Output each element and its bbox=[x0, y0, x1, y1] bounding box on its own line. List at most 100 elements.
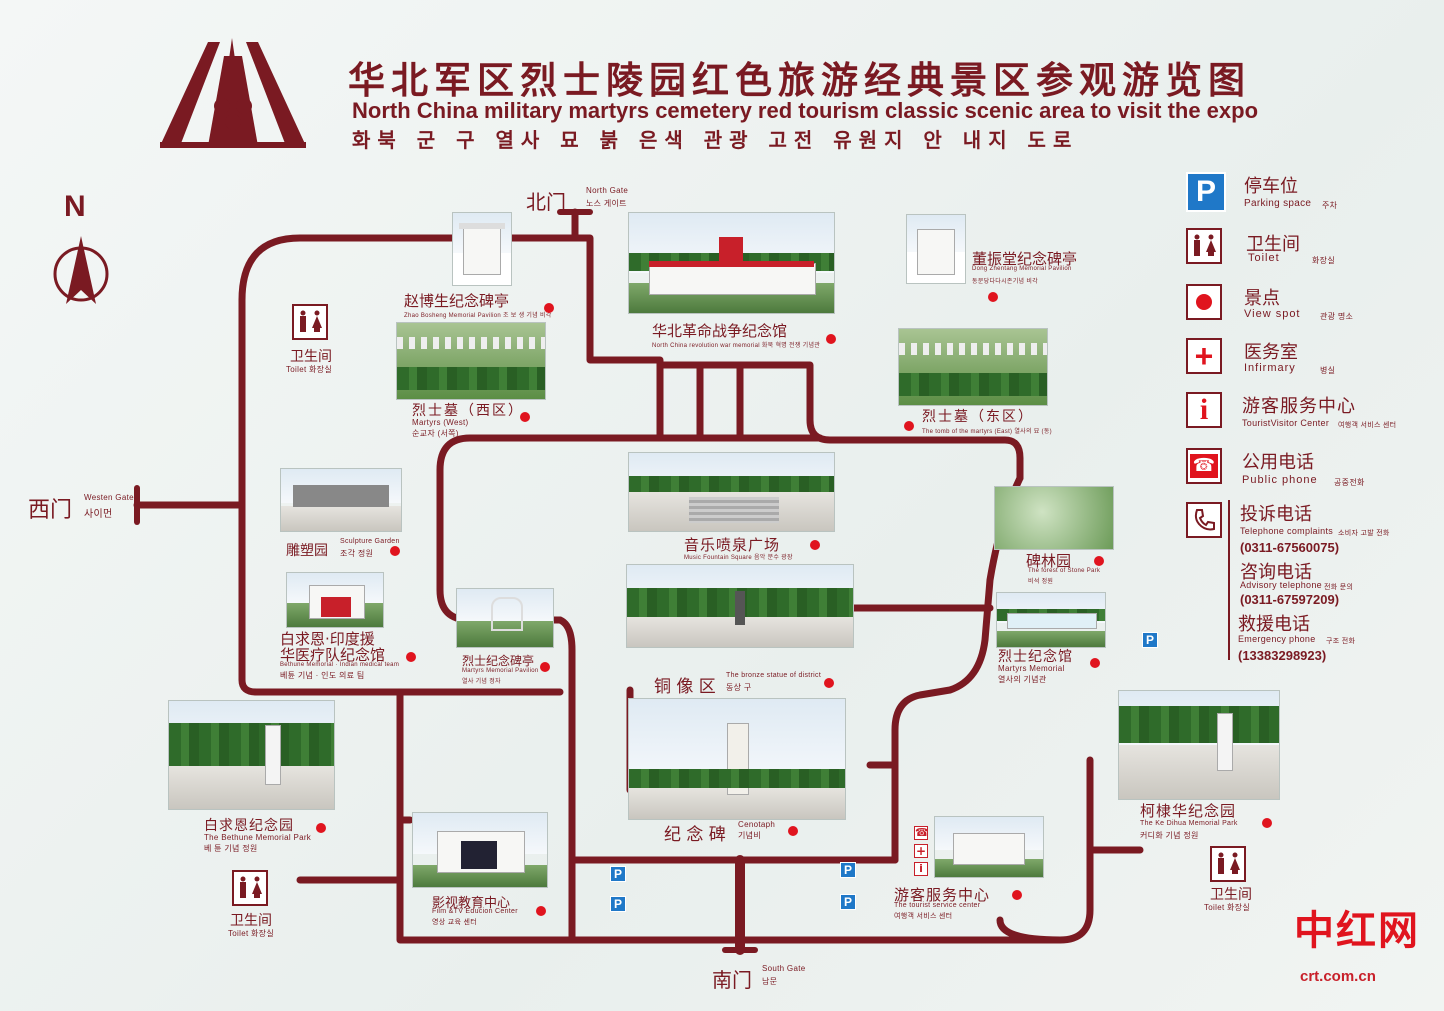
kedihua-park-photo[interactable] bbox=[1118, 690, 1280, 800]
title-ko: 화북 군 구 열사 묘 붉 은색 관광 고전 유원지 안 내지 도로 bbox=[352, 128, 1079, 152]
martyrs-west-spot[interactable] bbox=[520, 412, 530, 422]
bethune-park-photo[interactable] bbox=[168, 700, 335, 810]
parking-tag-3[interactable]: P bbox=[840, 862, 856, 878]
watermark-url[interactable]: crt.com.cn bbox=[1300, 968, 1376, 985]
cenotaph-photo[interactable] bbox=[628, 698, 846, 820]
bethune-team-spot[interactable] bbox=[406, 652, 416, 662]
legend-complaints-ko: 소비자 고발 전화 bbox=[1338, 530, 1390, 537]
parking-tag-2[interactable]: P bbox=[610, 896, 626, 912]
martyrs-pavilion-label: 烈士纪念碑亭 bbox=[462, 654, 535, 668]
west-gate-en: Westen Gate bbox=[84, 493, 134, 502]
toilet-nw-en: Toilet 화장실 bbox=[286, 365, 332, 374]
title-cn: 华北军区烈士陵园红色旅游经典景区参观游览图 bbox=[348, 59, 1251, 102]
film-center-photo[interactable] bbox=[412, 812, 548, 888]
martyrs-museum-spot[interactable] bbox=[1090, 658, 1100, 668]
bronze-statue-spot[interactable] bbox=[824, 678, 834, 688]
north-arrow-icon bbox=[53, 236, 109, 304]
south-gate-en: South Gate bbox=[762, 964, 806, 973]
zhao-pavilion-spot[interactable] bbox=[544, 303, 554, 313]
toilet-sw-icon[interactable] bbox=[232, 870, 268, 906]
stone-forest-en: The forest of Stone Park bbox=[1028, 568, 1101, 574]
legend-phone-ko: 공중전화 bbox=[1334, 478, 1365, 487]
legend-emergency-cn: 救援电话 bbox=[1238, 614, 1310, 635]
martyrs-east-spot[interactable] bbox=[904, 421, 914, 431]
legend-complaints-en: Telephone complaints bbox=[1240, 526, 1334, 536]
legend-advisory-number[interactable]: (0311-67597209) bbox=[1240, 592, 1340, 607]
toilet-nw-icon[interactable] bbox=[292, 304, 328, 340]
phone-icon: ☎ bbox=[914, 826, 929, 840]
bronze-statue-ko: 동상 구 bbox=[726, 683, 752, 692]
martyrs-west-ko: 순교자 (서쪽) bbox=[412, 429, 459, 438]
stone-forest-ko: 비석 정원 bbox=[1028, 579, 1054, 585]
service-center-spot[interactable] bbox=[1012, 890, 1022, 900]
kedihua-park-ko: 커디화 기념 정원 bbox=[1140, 831, 1199, 840]
legend-phone-cn: 公用电话 bbox=[1242, 452, 1314, 473]
legend-view-icon bbox=[1186, 284, 1222, 320]
south-gate-ko: 남문 bbox=[762, 977, 778, 986]
legend-parking-cn: 停车位 bbox=[1244, 176, 1298, 197]
dong-pavilion-photo[interactable] bbox=[906, 214, 966, 284]
bethune-park-spot[interactable] bbox=[316, 823, 326, 833]
parking-tag-4[interactable]: P bbox=[840, 894, 856, 910]
martyrs-east-photo[interactable] bbox=[898, 328, 1048, 406]
north-gate-label: 北门 bbox=[526, 190, 566, 214]
parking-tag-1[interactable]: P bbox=[610, 866, 626, 882]
martyrs-pavilion-photo[interactable] bbox=[456, 588, 554, 648]
legend-complaints-number[interactable]: (0311-67560075) bbox=[1240, 540, 1340, 555]
memorial-logo-icon bbox=[160, 38, 306, 148]
martyrs-museum-label: 烈士纪念馆 bbox=[998, 649, 1073, 665]
zhao-pavilion-en: Zhao Bosheng Memorial Pavilion 조 보 생 기념 … bbox=[404, 313, 552, 319]
martyrs-museum-photo[interactable] bbox=[996, 592, 1106, 648]
kedihua-park-spot[interactable] bbox=[1262, 818, 1272, 828]
legend-view-cn: 景点 bbox=[1244, 288, 1280, 309]
cenotaph-label: 纪 念 碑 bbox=[664, 825, 726, 845]
legend-tourist-ko: 여행객 서비스 센터 bbox=[1338, 422, 1397, 429]
bethune-park-ko: 베 튠 기념 정원 bbox=[204, 844, 258, 853]
legend-complaints-cn: 投诉电话 bbox=[1240, 504, 1312, 525]
dong-pavilion-label: 董振堂纪念碑亭 bbox=[972, 250, 1078, 268]
legend-parking-en: Parking space bbox=[1244, 198, 1312, 209]
bronze-statue-en: The bronze statue of district bbox=[726, 672, 822, 679]
dong-pavilion-spot[interactable] bbox=[988, 292, 998, 302]
legend-tourist-icon: i bbox=[1186, 392, 1222, 428]
stone-forest-spot[interactable] bbox=[1094, 556, 1104, 566]
revolution-hall-en: North China revolution war memorial 화북 혁… bbox=[652, 343, 821, 349]
cenotaph-ko: 기념비 bbox=[738, 831, 761, 840]
sculpture-garden-photo[interactable] bbox=[280, 468, 402, 532]
sculpture-garden-ko: 조각 정원 bbox=[340, 549, 374, 558]
bronze-statue-photo[interactable] bbox=[626, 564, 854, 648]
service-center-photo[interactable] bbox=[934, 816, 1044, 878]
watermark-logo: 中红网 bbox=[1294, 907, 1420, 954]
zhao-pavilion-photo[interactable] bbox=[452, 212, 512, 286]
martyrs-east-label: 烈士墓（东区） bbox=[922, 409, 1034, 425]
bethune-team-label-1: 白求恩·印度援 bbox=[280, 630, 375, 648]
zhao-pavilion-label: 赵博生纪念碑亭 bbox=[404, 292, 510, 310]
legend-view-en: View spot bbox=[1244, 308, 1301, 320]
toilet-nw-label: 卫生间 bbox=[290, 349, 332, 365]
martyrs-pavilion-spot[interactable] bbox=[540, 662, 550, 672]
fountain-square-spot[interactable] bbox=[810, 540, 820, 550]
sculpture-garden-spot[interactable] bbox=[390, 546, 400, 556]
bethune-team-photo[interactable] bbox=[286, 572, 384, 628]
parking-tag-5[interactable]: P bbox=[1142, 632, 1158, 648]
legend-emergency-number[interactable]: (13383298923) bbox=[1238, 648, 1327, 663]
martyrs-west-photo[interactable] bbox=[396, 322, 546, 400]
legend-toilet-cn: 卫生间 bbox=[1246, 234, 1300, 255]
film-center-en: Film &TV Educion Center bbox=[432, 908, 518, 915]
infirmary-icon: + bbox=[914, 844, 928, 858]
toilet-se-en: Toilet 화장실 bbox=[1204, 903, 1250, 912]
legend-view-ko: 관광 명소 bbox=[1320, 312, 1354, 321]
dong-pavilion-en: Dong Zhentang Memorial Pavilion bbox=[972, 266, 1072, 272]
legend-handset-icon bbox=[1186, 502, 1222, 538]
revolution-hall-photo[interactable] bbox=[628, 212, 835, 314]
film-center-spot[interactable] bbox=[536, 906, 546, 916]
fountain-square-photo[interactable] bbox=[628, 452, 835, 532]
legend-infirmary-en: Infirmary bbox=[1244, 362, 1296, 374]
cenotaph-spot[interactable] bbox=[788, 826, 798, 836]
martyrs-museum-en: Martyrs Memorial bbox=[998, 664, 1065, 673]
toilet-se-icon[interactable] bbox=[1210, 846, 1246, 882]
bethune-park-en: The Bethune Memorial Park bbox=[204, 833, 312, 842]
stone-forest-photo[interactable] bbox=[994, 486, 1114, 550]
revolution-hall-spot[interactable] bbox=[826, 334, 836, 344]
legend-toilet-icon bbox=[1186, 228, 1222, 264]
